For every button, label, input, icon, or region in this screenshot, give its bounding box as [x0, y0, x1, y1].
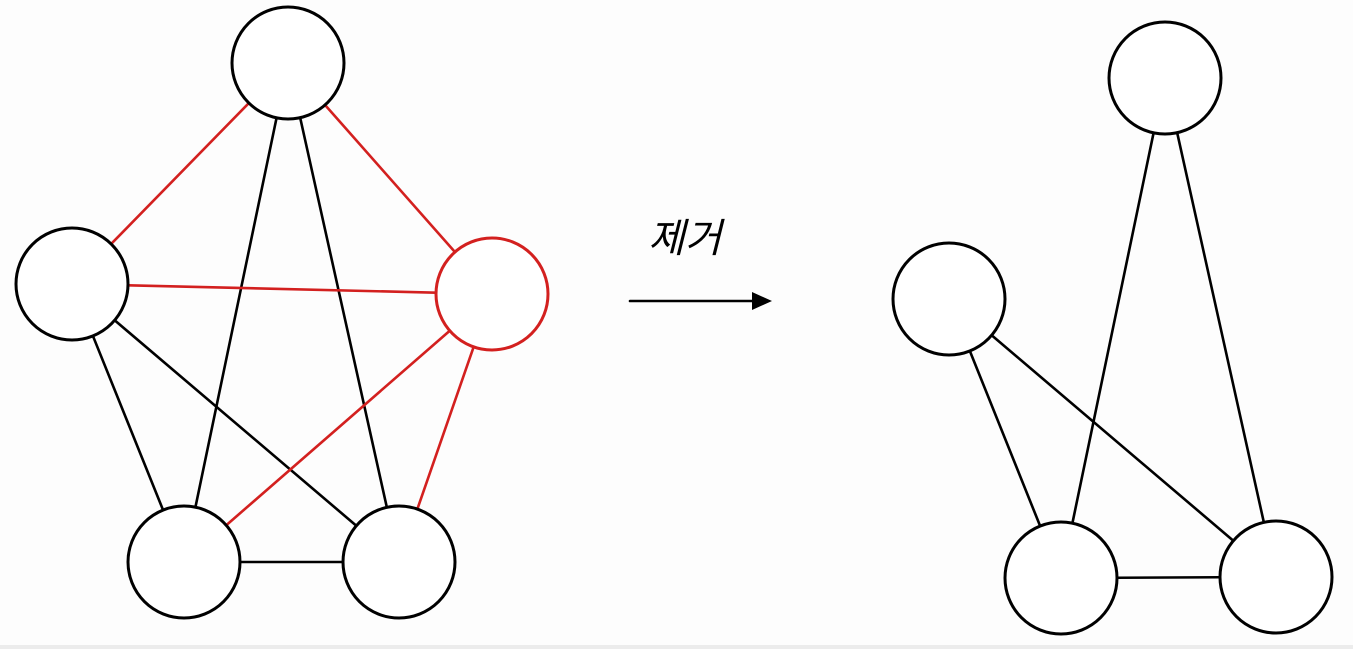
removal-arrow: 제거 — [628, 216, 772, 310]
left-graph-nodes — [14, 5, 550, 620]
node-bottom-left — [126, 504, 242, 620]
node-right-highlighted — [434, 236, 550, 352]
right-graph — [891, 20, 1334, 636]
node-left — [14, 226, 130, 342]
edge-left-bottom-right — [113, 318, 358, 528]
node-bottom-right — [1218, 519, 1334, 635]
edge-top-bottom-right — [1175, 131, 1266, 524]
left-graph — [14, 5, 550, 620]
edge-right-bottom-right-highlighted — [416, 345, 475, 511]
node-bottom-right — [341, 504, 457, 620]
node-top — [1107, 20, 1223, 136]
arrow-head-icon — [752, 292, 772, 310]
edge-top-bottom-right — [298, 116, 389, 509]
arrow-label: 제거 — [648, 216, 725, 262]
bottom-border — [0, 645, 1353, 649]
edge-left-bottom-left — [968, 349, 1042, 528]
node-left — [891, 241, 1007, 357]
edge-top-right-highlighted — [323, 103, 457, 254]
edge-left-bottom-right — [990, 333, 1235, 543]
node-bottom-left — [1003, 520, 1119, 636]
edge-left-right-highlighted — [126, 284, 438, 294]
edge-top-bottom-left — [194, 116, 278, 509]
edge-left-bottom-left — [91, 334, 165, 512]
right-graph-edges — [968, 131, 1266, 580]
edge-top-bottom-left — [1071, 131, 1155, 525]
edge-right-bottom-left-highlighted — [224, 329, 452, 527]
node-top — [230, 5, 346, 121]
left-graph-edges — [91, 101, 475, 564]
right-graph-nodes — [891, 20, 1334, 636]
edge-top-left-highlighted — [109, 101, 251, 246]
